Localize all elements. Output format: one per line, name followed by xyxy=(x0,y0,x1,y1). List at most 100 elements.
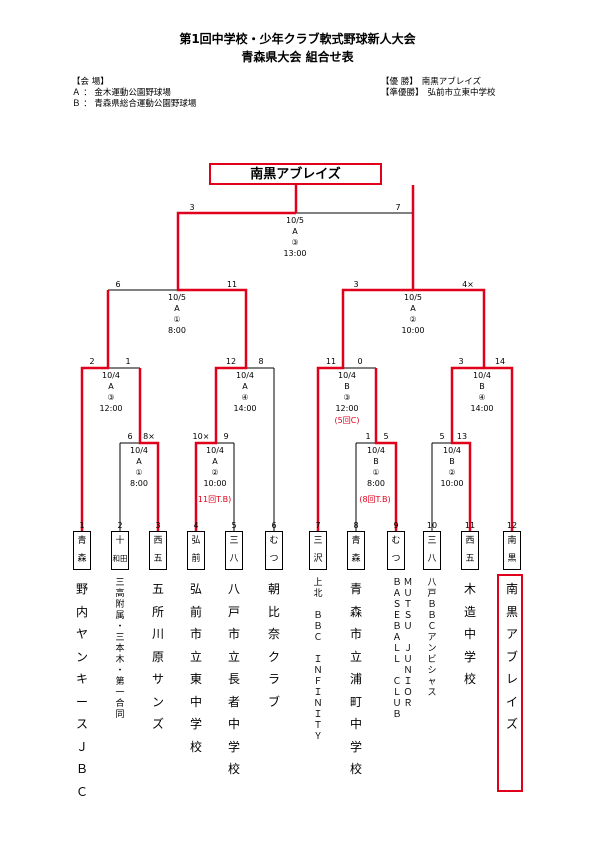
team-name-char: Ｌ xyxy=(392,655,402,665)
team-name-char: 黒 xyxy=(505,604,518,619)
r1d-score-right: 13 xyxy=(456,432,468,441)
team-name-char: 属 xyxy=(115,611,125,621)
qf2-info: 10/4 A ④ 14:00 xyxy=(222,370,268,414)
team-name-char: ビ xyxy=(427,655,437,665)
team-region-char: つ xyxy=(269,554,279,564)
team-region-char: 八 xyxy=(427,554,437,564)
team-name-char: ス xyxy=(427,688,437,698)
team-name-char: Ｂ xyxy=(313,622,323,632)
team-region-char: 西 xyxy=(465,536,475,546)
team-region-box: 十和田 xyxy=(111,531,129,570)
team-name-char: Ｎ xyxy=(403,666,413,676)
venue-b: Ｂ ： 青森県総合運動公園野球場 xyxy=(72,99,197,109)
team-region-char: 黒 xyxy=(507,554,517,564)
team-number: 5 xyxy=(231,521,237,530)
team-region-char: む xyxy=(269,536,279,546)
team-name: 青森市立浦町中学校 xyxy=(347,578,365,781)
runner-up-name: 弘前市立東中学校 xyxy=(427,88,496,98)
team-region-box: 南黒 xyxy=(503,531,521,570)
team-number: 4 xyxy=(193,521,199,530)
match-venue: A xyxy=(136,457,142,466)
team-name-char: Ｊ xyxy=(75,739,88,754)
team-name-char: Ｆ xyxy=(313,677,323,687)
team-region-char: 南 xyxy=(507,536,517,546)
team-name-char: 比 xyxy=(267,604,280,619)
team-number: 8 xyxy=(353,521,359,530)
team-name-char: 木 xyxy=(463,582,476,596)
match-time: 10:00 xyxy=(203,479,227,488)
team-number: 1 xyxy=(79,521,85,530)
team-name-char: ン xyxy=(75,649,88,664)
team-number: 12 xyxy=(506,521,518,530)
match-date: 10/5 xyxy=(286,216,304,225)
match-venue: A xyxy=(108,382,114,391)
team-name-char: ン xyxy=(427,644,437,654)
team-name-char: Ｉ xyxy=(313,655,323,665)
team-name-char: Ｉ xyxy=(403,677,413,687)
team-name-char: Ｕ xyxy=(403,622,413,632)
match-game: ③ xyxy=(107,393,115,402)
team-name-char: ン xyxy=(151,694,164,709)
team-name-char: 北 xyxy=(313,589,323,599)
team-name-char xyxy=(309,600,327,611)
team-name-char: レ xyxy=(505,672,518,686)
match-time: 12:00 xyxy=(99,404,123,413)
match-time: 12:00 xyxy=(335,404,359,413)
team-region-char: 西 xyxy=(153,536,163,546)
sf-right-info: 10/5 A ② 10:00 xyxy=(388,292,438,336)
team-name-char: Ｂ xyxy=(392,578,402,588)
team-name-char: 東 xyxy=(189,672,202,686)
team-name-char: サ xyxy=(151,672,164,686)
match-date: 10/4 xyxy=(206,446,224,455)
team-name-char: 学 xyxy=(189,717,202,731)
page-subtitle: 青森県大会 組合せ表 xyxy=(241,50,354,64)
team-name-char: 所 xyxy=(151,604,164,619)
team-name-char: 高 xyxy=(115,589,125,599)
team-region-char: 森 xyxy=(77,554,87,564)
team-number: 10 xyxy=(426,521,438,530)
team-name-char: 本 xyxy=(115,644,125,654)
team-name: 三高附属・三本木・第一合同 xyxy=(111,578,129,721)
team-name-char: 中 xyxy=(227,717,240,731)
team-name-char: Ｕ xyxy=(403,589,413,599)
qf1-score-left: 2 xyxy=(89,357,95,366)
team-name-char: Ｃ xyxy=(313,633,323,643)
r1b-note: (11回T.B) xyxy=(194,495,232,504)
team-name-char: 三 xyxy=(115,578,125,588)
team-name-char: Ｏ xyxy=(403,688,413,698)
team-region-box: 青森 xyxy=(73,531,91,570)
match-venue: B xyxy=(449,457,455,466)
team-name-char: 一 xyxy=(115,688,125,698)
team-name-char: 市 xyxy=(349,627,362,641)
team-name-char: Ｃ xyxy=(427,622,437,632)
r1b-score-left: 10× xyxy=(192,432,210,441)
team-name: 弘前市立東中学校 xyxy=(187,578,205,758)
qf1-info: 10/4 A ③ 12:00 xyxy=(88,370,134,414)
team-name-char: ズ xyxy=(151,717,164,731)
team-region-char: 三 xyxy=(313,536,323,546)
team-name-char: 木 xyxy=(115,655,125,665)
team-name-char: 造 xyxy=(463,604,476,619)
team-name-char: Ｕ xyxy=(403,655,413,665)
qf3-note: (5回C) xyxy=(334,416,360,425)
team-name-char: 立 xyxy=(227,649,240,664)
r1b-info: 10/4 A ② 10:00 xyxy=(194,445,236,489)
match-game: ④ xyxy=(478,393,486,402)
qf2-score-left: 12 xyxy=(225,357,237,366)
team-name-char: Ｌ xyxy=(392,644,402,654)
match-game: ② xyxy=(211,468,219,477)
team-name-char: ー xyxy=(75,694,88,709)
venue-heading: 【会 場】 xyxy=(72,77,109,87)
venue-a: Ａ ： 金木運動公園野球場 xyxy=(72,88,171,98)
team-name-char: ヤ xyxy=(75,627,88,641)
team-name: 木造中学校 xyxy=(461,578,479,691)
team-name-char: 八 xyxy=(427,578,437,588)
team-name-char: 市 xyxy=(227,627,240,641)
match-venue: B xyxy=(479,382,485,391)
team-name-char: 長 xyxy=(227,672,240,686)
team-number: 9 xyxy=(393,521,399,530)
sf-left-score-left: 6 xyxy=(115,280,121,289)
team-name-char: Ｕ xyxy=(392,699,402,709)
